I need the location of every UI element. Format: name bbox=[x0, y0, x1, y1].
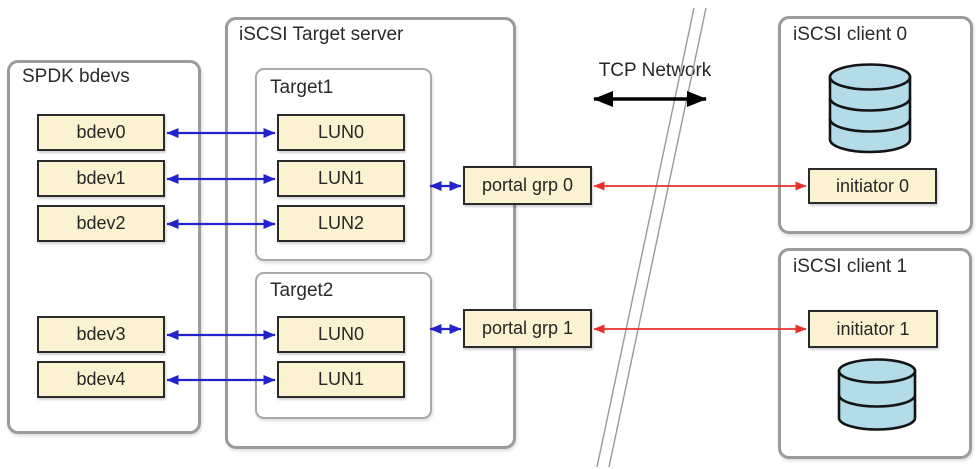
node-portal-grp-0: portal grp 0 bbox=[463, 166, 592, 205]
node-target2-lun1: LUN1 bbox=[277, 361, 405, 398]
target1-title: Target1 bbox=[270, 77, 334, 98]
node-target2-lun0: LUN0 bbox=[277, 316, 405, 353]
database-icon bbox=[837, 358, 917, 431]
node-bdev2: bdev2 bbox=[37, 205, 165, 242]
node-initiator-1: initiator 1 bbox=[808, 310, 938, 348]
target2-title: Target2 bbox=[270, 280, 334, 301]
node-bdev3: bdev3 bbox=[37, 316, 165, 353]
database-icon bbox=[828, 63, 912, 154]
client1-title: iSCSI client 1 bbox=[793, 256, 908, 277]
node-target1-lun2: LUN2 bbox=[277, 205, 405, 242]
spdk-bdevs-title: SPDK bdevs bbox=[22, 66, 130, 87]
node-portal-grp-1: portal grp 1 bbox=[463, 309, 592, 348]
node-target1-lun1: LUN1 bbox=[277, 160, 405, 197]
network-label: TCP Network bbox=[598, 60, 712, 81]
node-initiator-0: initiator 0 bbox=[808, 168, 937, 204]
target-server-title: iSCSI Target server bbox=[239, 24, 404, 45]
node-bdev1: bdev1 bbox=[37, 160, 165, 197]
node-bdev0: bdev0 bbox=[37, 114, 165, 151]
node-target1-lun0: LUN0 bbox=[277, 114, 405, 151]
node-bdev4: bdev4 bbox=[37, 361, 165, 398]
client0-title: iSCSI client 0 bbox=[793, 24, 908, 45]
